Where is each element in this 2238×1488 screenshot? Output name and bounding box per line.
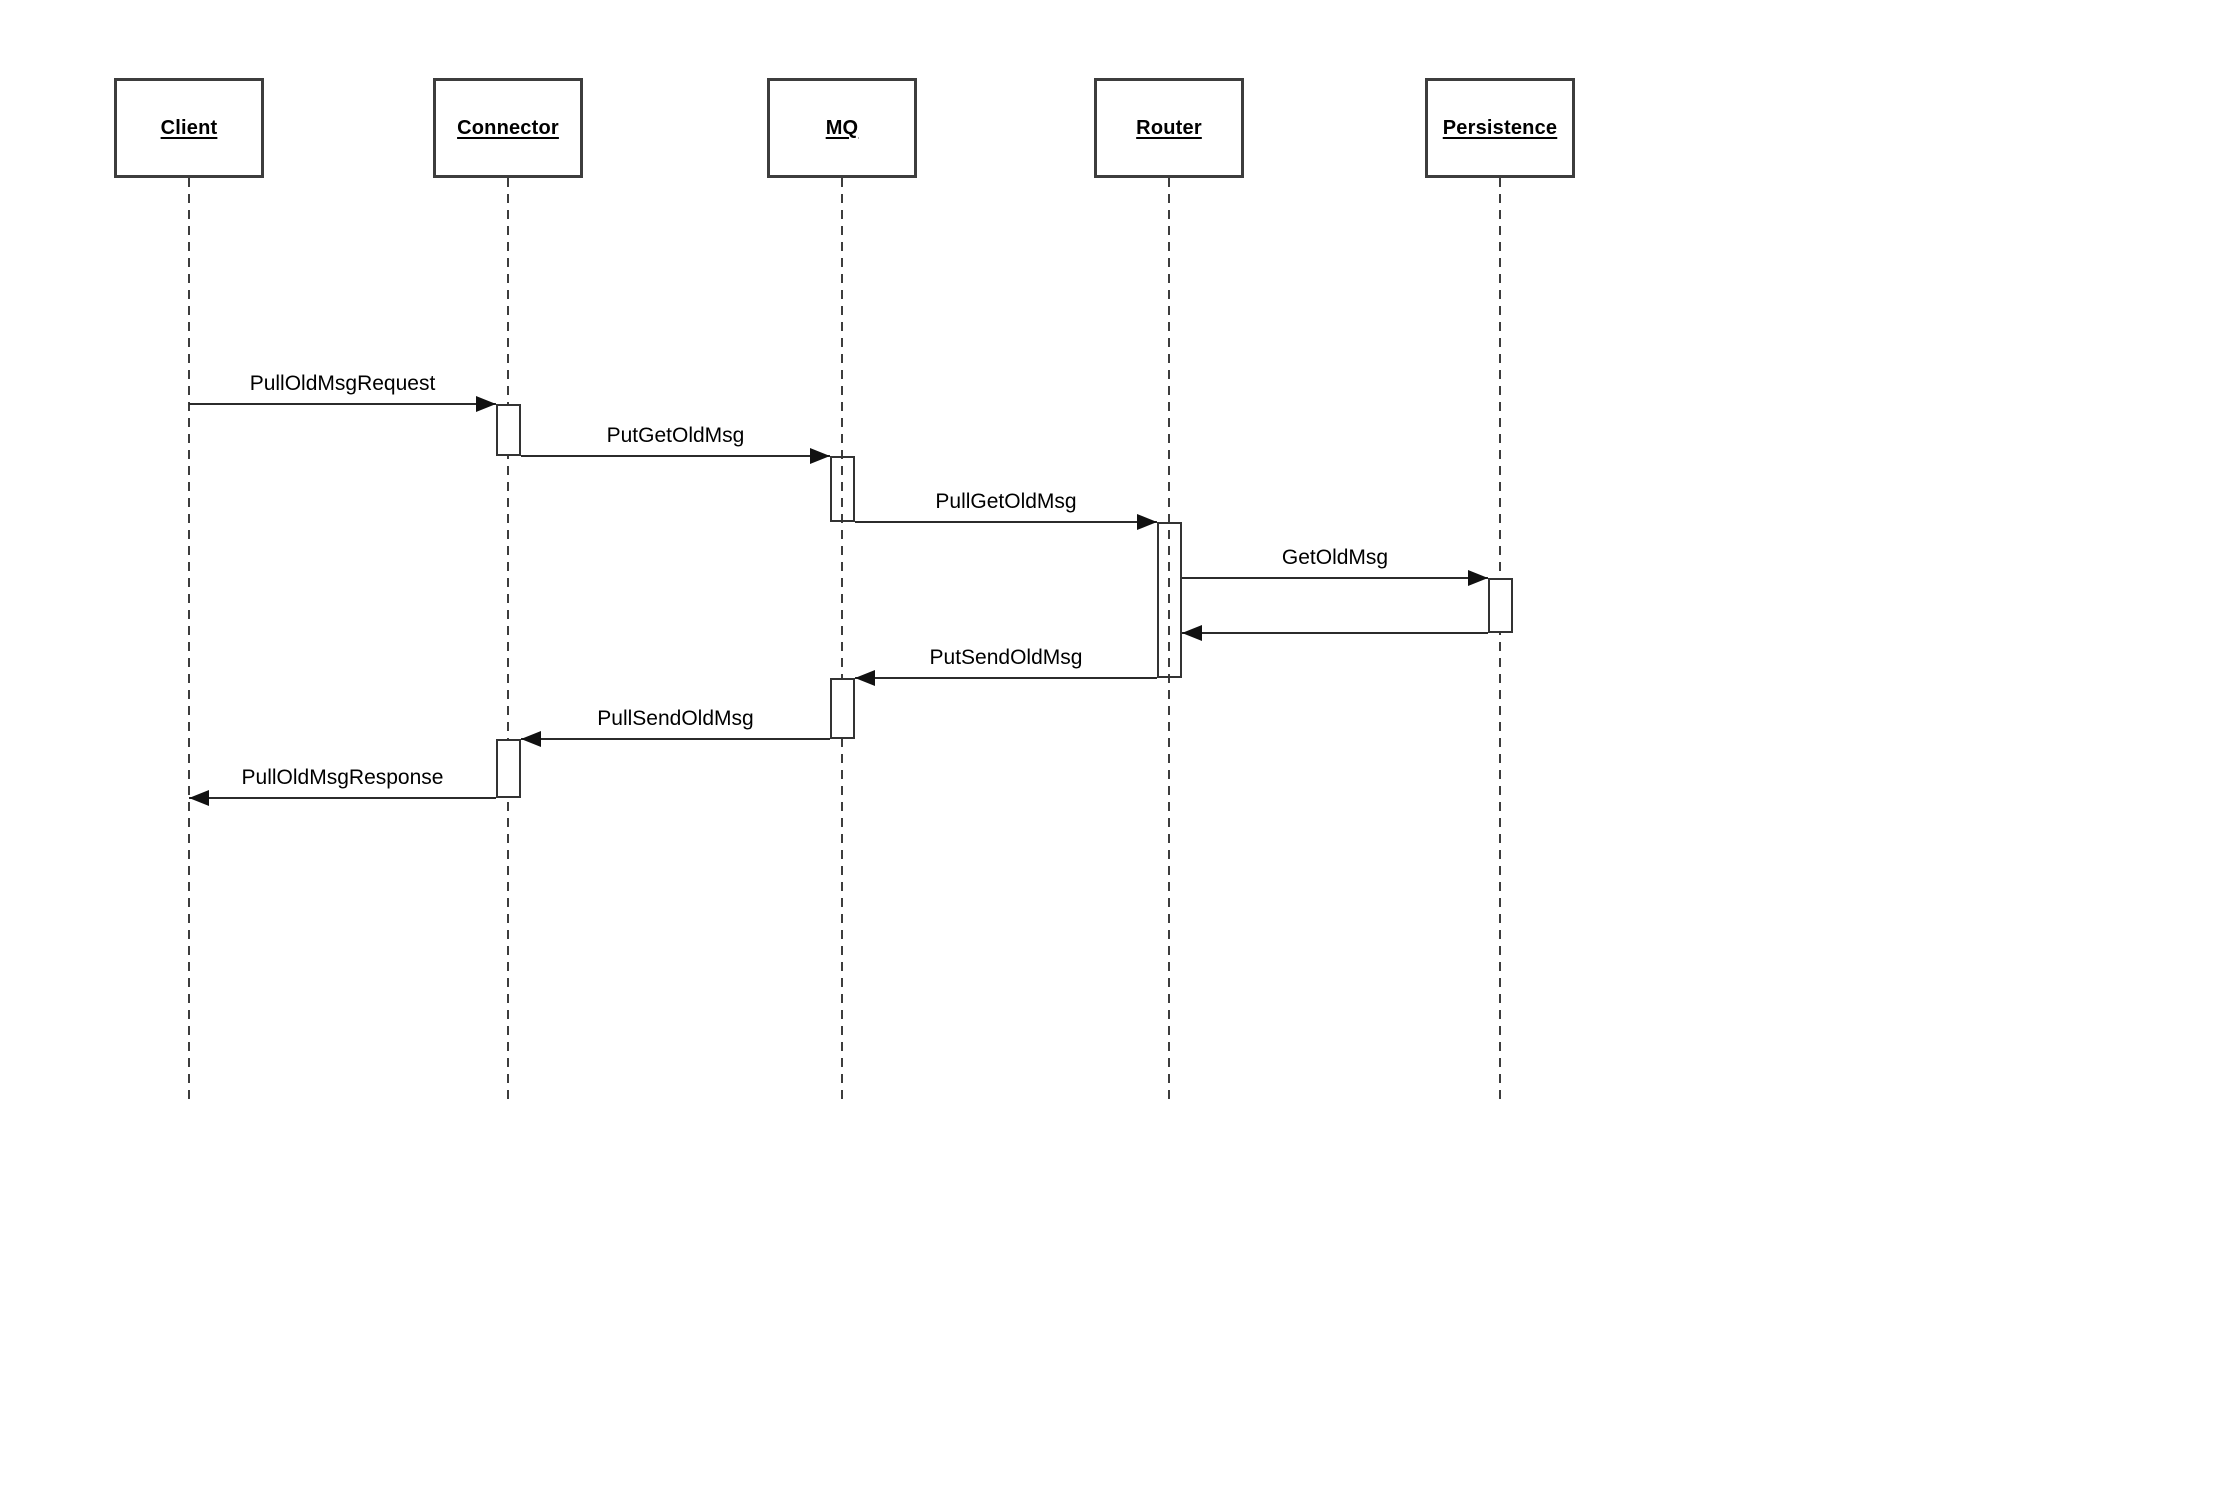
message-line-return (1182, 632, 1488, 634)
activation-mq-1 (830, 456, 855, 522)
actor-label-router: Router (1136, 116, 1202, 139)
message-line-pulloldmsgrequest (189, 403, 496, 405)
actor-label-client: Client (160, 116, 218, 139)
actor-label-persistence: Persistence (1442, 116, 1558, 139)
message-label-pullgetoldmsg: PullGetOldMsg (935, 490, 1077, 513)
message-line-putgetoldmsg (521, 455, 830, 457)
arrowhead-right-icon (1137, 514, 1157, 530)
activation-router (1157, 522, 1182, 678)
lifeline-mq (841, 178, 843, 1105)
message-line-pulloldmsgresponse (189, 797, 496, 799)
arrowhead-left-icon (521, 731, 541, 747)
actor-label-connector: Connector (457, 116, 559, 139)
message-line-pullsendoldmsg (521, 738, 830, 740)
actor-box-client: Client (114, 78, 264, 178)
lifeline-router (1168, 178, 1170, 1105)
message-line-getoldmsg (1182, 577, 1488, 579)
actor-box-router: Router (1094, 78, 1244, 178)
message-label-pulloldmsgresponse: PullOldMsgResponse (241, 766, 444, 789)
arrowhead-right-icon (1468, 570, 1488, 586)
message-label-putgetoldmsg: PutGetOldMsg (606, 424, 745, 447)
actor-box-mq: MQ (767, 78, 917, 178)
lifeline-persistence (1499, 178, 1501, 1105)
message-label-putsendoldmsg: PutSendOldMsg (929, 646, 1083, 669)
activation-mq-2 (830, 678, 855, 739)
message-label-getoldmsg: GetOldMsg (1281, 546, 1389, 569)
message-label-pullsendoldmsg: PullSendOldMsg (597, 707, 754, 730)
message-label-pulloldmsgrequest: PullOldMsgRequest (249, 372, 436, 395)
actor-label-mq: MQ (825, 116, 859, 139)
actor-box-persistence: Persistence (1425, 78, 1575, 178)
lifeline-connector (507, 178, 509, 1105)
arrowhead-left-icon (855, 670, 875, 686)
arrowhead-right-icon (476, 396, 496, 412)
arrowhead-left-icon (1182, 625, 1202, 641)
activation-connector-1 (496, 404, 521, 456)
message-line-putsendoldmsg (855, 677, 1157, 679)
activation-connector-2 (496, 739, 521, 798)
actor-box-connector: Connector (433, 78, 583, 178)
lifeline-client (188, 178, 190, 1105)
arrowhead-right-icon (810, 448, 830, 464)
arrowhead-left-icon (189, 790, 209, 806)
activation-persistence (1488, 578, 1513, 633)
message-line-pullgetoldmsg (855, 521, 1157, 523)
